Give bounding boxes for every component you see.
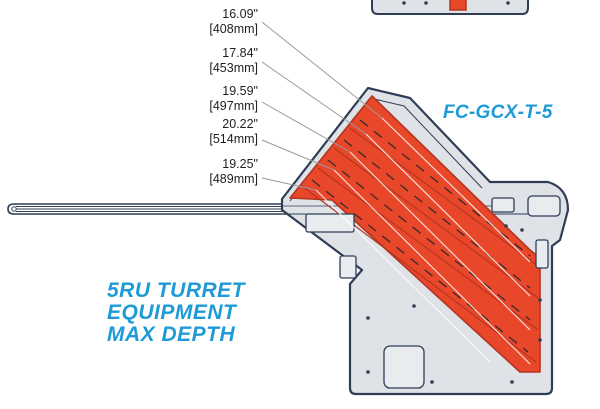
dimension-inches: 20.22" bbox=[222, 117, 258, 131]
slide-rail bbox=[7, 203, 287, 215]
dimension-mm: [453mm] bbox=[209, 61, 258, 75]
dimension-inches: 19.25" bbox=[222, 157, 258, 171]
frame-details bbox=[305, 195, 561, 389]
equipment-max-depth bbox=[289, 95, 541, 373]
dimension-mm: [514mm] bbox=[209, 132, 258, 146]
dimension-mm: [497mm] bbox=[209, 99, 258, 113]
dimension-inches: 17.84" bbox=[222, 46, 258, 60]
dimension-label-1: 16.09" [408mm] bbox=[207, 7, 260, 37]
mounting-holes bbox=[366, 224, 542, 384]
dimension-mm: [408mm] bbox=[209, 22, 258, 36]
dimension-mm: [489mm] bbox=[209, 172, 258, 186]
dimension-lines bbox=[315, 117, 531, 365]
dimension-label-2: 17.84" [453mm] bbox=[207, 46, 260, 76]
dimension-inches: 19.59" bbox=[222, 84, 258, 98]
caption-line: MAX DEPTH bbox=[107, 323, 236, 346]
dimension-inches: 16.09" bbox=[222, 7, 258, 21]
model-label: FC-GCX-T-5 bbox=[443, 102, 553, 123]
caption-line: 5RU TURRET bbox=[107, 279, 246, 302]
top-enclosure-partial bbox=[371, 0, 529, 15]
diagram-caption: 5RU TURRET EQUIPMENT MAX DEPTH bbox=[107, 280, 245, 346]
caption-line: EQUIPMENT bbox=[107, 301, 237, 324]
leader-lines bbox=[261, 21, 383, 191]
dimension-label-5: 19.25" [489mm] bbox=[207, 157, 260, 187]
dimension-label-3: 19.59" [497mm] bbox=[207, 84, 260, 114]
dimension-label-4: 20.22" [514mm] bbox=[207, 117, 260, 147]
